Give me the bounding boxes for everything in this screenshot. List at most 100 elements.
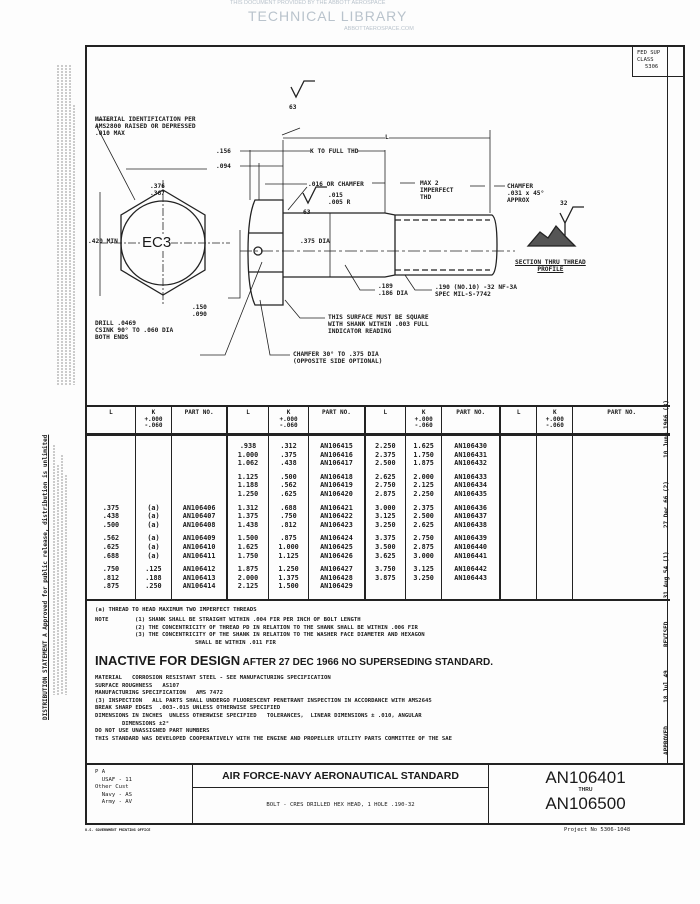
cell-part-no bbox=[572, 560, 670, 574]
cell-K bbox=[536, 573, 573, 583]
spec-line: SURFACE ROUGHNESS AS107 bbox=[95, 682, 180, 689]
header-K: K+.000-.060 bbox=[267, 405, 309, 436]
note-a: (a) THREAD TO HEAD MAXIMUM TWO IMPERFECT… bbox=[95, 607, 257, 613]
text-line: DRILL .0469 bbox=[95, 320, 136, 327]
cell-L: 2.000 bbox=[226, 573, 269, 583]
inactive-big: INACTIVE FOR DESIGN bbox=[95, 653, 241, 668]
cell-L: 3.750 bbox=[363, 560, 406, 574]
cell-K bbox=[536, 434, 573, 451]
cell-L: 1.125 bbox=[226, 467, 269, 482]
cell-K bbox=[134, 467, 172, 482]
marking-ec3: EC3 bbox=[142, 234, 172, 251]
cell-part-no: AN106434 bbox=[441, 481, 501, 490]
cell-L bbox=[499, 450, 537, 460]
cell-part-no bbox=[572, 467, 670, 482]
header-part-no: PART NO. bbox=[572, 405, 670, 436]
cell-K: 1.375 bbox=[267, 573, 309, 583]
cell-L: 1.062 bbox=[226, 459, 269, 468]
cell-K: 2.875 bbox=[405, 542, 442, 552]
note-3-cont: SHALL BE WITHIN .011 FIR bbox=[195, 639, 276, 646]
note-label: NOTE bbox=[95, 617, 109, 624]
header-part-no: PART NO. bbox=[308, 405, 365, 436]
thru-label: THRU bbox=[578, 787, 593, 793]
cell-K: (a) bbox=[134, 520, 172, 530]
cell-part-no bbox=[572, 512, 670, 521]
note-2: (2) THE CONCENTRICITY OF THREAD PD IN RE… bbox=[135, 624, 418, 631]
cell-K: .125 bbox=[134, 560, 172, 574]
text-line: .031 x 45° bbox=[507, 190, 545, 197]
cell-K bbox=[536, 481, 573, 490]
dim-094: .094 bbox=[216, 163, 231, 170]
cell-K: .250 bbox=[134, 582, 172, 601]
text-line: .150 bbox=[192, 304, 207, 311]
header-K-line: -.060 bbox=[279, 422, 298, 430]
cell-L: 3.000 bbox=[363, 498, 406, 513]
watermark-provider: THIS DOCUMENT PROVIDED BY THE ABBOTT AER… bbox=[230, 0, 386, 6]
cell-part-no: AN106424 bbox=[308, 529, 365, 543]
fed-class-label: FED SUP CLASS bbox=[637, 50, 661, 63]
cell-part-no: AN106425 bbox=[308, 542, 365, 552]
cell-K: 1.125 bbox=[267, 551, 309, 561]
cell-K: 3.000 bbox=[405, 551, 442, 561]
cell-L: 2.625 bbox=[363, 467, 406, 482]
cell-L bbox=[499, 551, 537, 561]
cell-K bbox=[134, 434, 172, 451]
cell-K: 1.875 bbox=[405, 459, 442, 468]
header-K-line: -.060 bbox=[144, 422, 163, 430]
fed-supply-class: FED SUP CLASS 5306 bbox=[632, 47, 684, 77]
cell-part-no bbox=[171, 434, 228, 451]
note-3: (3) THE CONCENTRICITY OF THE SHANK IN RE… bbox=[135, 632, 425, 639]
header-K-line: +.000 bbox=[279, 415, 298, 423]
cell-K: .500 bbox=[267, 467, 309, 482]
spec-line: MATERIAL CORROSION RESISTANT STEEL - SEE… bbox=[95, 675, 331, 681]
cell-K: 1.500 bbox=[267, 582, 309, 601]
watermark-title: TECHNICAL LIBRARY bbox=[248, 8, 408, 24]
cell-L: 1.375 bbox=[226, 512, 269, 521]
custodian-line: Other Cust bbox=[95, 784, 129, 791]
text-line: .005 R bbox=[328, 199, 351, 206]
cell-K bbox=[536, 459, 573, 468]
text-line: (OPPOSITE SIDE OPTIONAL) bbox=[293, 358, 383, 365]
cell-L: 1.625 bbox=[226, 542, 269, 552]
cell-L: 2.500 bbox=[363, 459, 406, 468]
margin-fine-print bbox=[53, 65, 75, 695]
cell-L bbox=[87, 490, 135, 499]
bolt-drawing bbox=[95, 80, 584, 356]
cell-K bbox=[405, 582, 442, 601]
cell-part-no: AN106412 bbox=[171, 560, 228, 574]
spec-line: DO NOT USE UNASSIGNED PART NUMBERS bbox=[95, 728, 210, 735]
cell-L: 2.875 bbox=[363, 489, 406, 499]
cell-L: 2.125 bbox=[226, 582, 269, 601]
cell-L bbox=[87, 435, 135, 451]
cell-K bbox=[134, 489, 172, 499]
cell-part-no: AN106430 bbox=[441, 434, 501, 451]
cell-L: 1.312 bbox=[226, 498, 269, 513]
cell-part-no bbox=[572, 489, 670, 499]
text-line: INDICATOR READING bbox=[328, 328, 392, 335]
dim-length-L: L bbox=[385, 134, 389, 141]
header-part-no: PART NO. bbox=[441, 405, 501, 436]
header-L: L bbox=[226, 405, 269, 436]
cell-L: .688 bbox=[102, 551, 120, 560]
cell-L: 3.250 bbox=[363, 520, 406, 530]
cell-L: .875 bbox=[87, 582, 136, 601]
cell-part-no: AN106431 bbox=[441, 450, 501, 460]
text-line: AMS2800 RAISED OR DEPRESSED bbox=[95, 123, 196, 130]
bolt-head-side bbox=[247, 199, 284, 306]
cell-part-no: AN106413 bbox=[171, 573, 228, 583]
cell-L bbox=[499, 498, 537, 513]
distribution-statement: DISTRIBUTION STATEMENT A Approved for pu… bbox=[42, 434, 49, 720]
cell-part-no: AN106418 bbox=[308, 467, 365, 482]
cell-part-no bbox=[572, 434, 670, 451]
cell-L bbox=[499, 467, 537, 482]
cell-L: 3.500 bbox=[363, 542, 406, 552]
cell-K: 2.750 bbox=[405, 529, 442, 543]
hex-width: .376.367 bbox=[150, 183, 165, 197]
cell-L: 1.438 bbox=[226, 520, 269, 530]
